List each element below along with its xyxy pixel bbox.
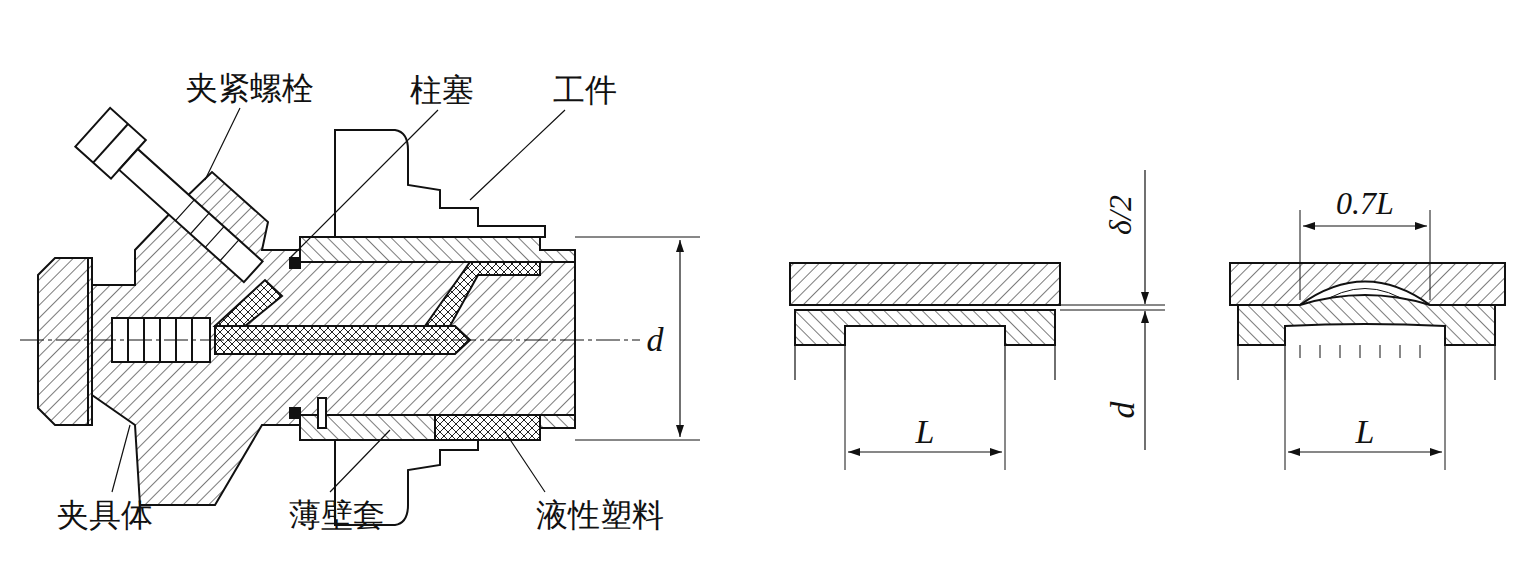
dimension-label: 0.7L xyxy=(1336,187,1394,219)
part-label: 薄壁套 xyxy=(289,499,385,531)
part-label: 工件 xyxy=(553,74,617,106)
part-label: 柱塞 xyxy=(410,74,474,106)
dimension-label: L xyxy=(1356,415,1375,449)
dimension-label: d xyxy=(1105,402,1139,419)
part-label: 夹紧螺栓 xyxy=(186,72,314,104)
part-label: 液性塑料 xyxy=(536,499,664,531)
dimension-label: L xyxy=(916,415,935,449)
dimension-label: δ/2 xyxy=(1104,195,1136,235)
dimension-label: d xyxy=(647,323,664,357)
part-label: 夹具体 xyxy=(57,499,153,531)
